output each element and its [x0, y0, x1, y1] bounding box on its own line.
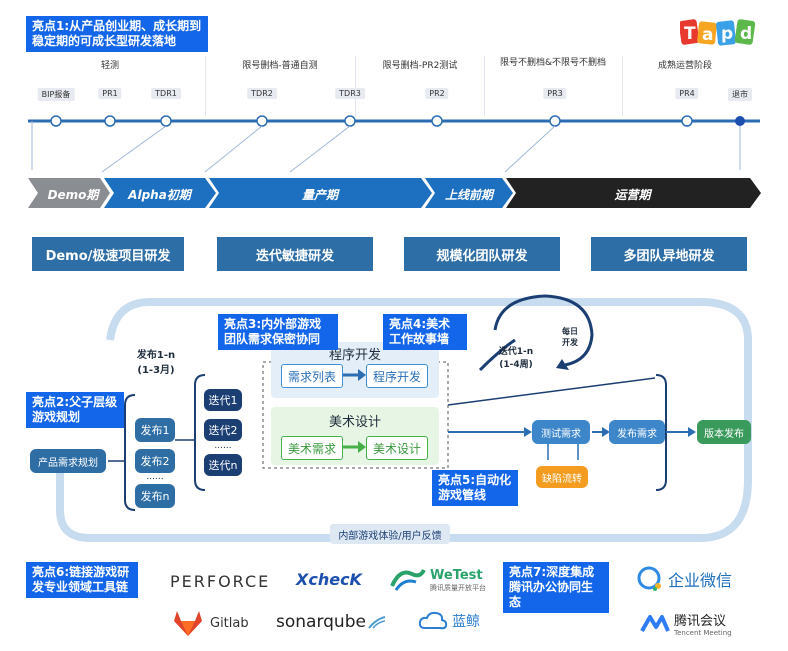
- iteration-cycle-label: 迭代1-n (1-4周): [498, 347, 534, 370]
- highlight-1: 亮点1:从产品创业期、成长期到稳定期的可成长型研发落地: [26, 16, 208, 52]
- bug-flow: 缺陷流转: [536, 466, 588, 488]
- highlight-6: 亮点6:链接游戏研发专业领域工具链: [26, 562, 138, 598]
- tencent-meeting-logo: 腾讯会议 Tencent Meeting: [640, 610, 732, 637]
- wecom-logo: 企业微信: [636, 566, 732, 592]
- stage-label-1: 轻测: [100, 61, 119, 71]
- tencent-meeting-icon: [640, 614, 670, 632]
- category-demo: Demo/极速项目研发: [32, 237, 184, 271]
- wecom-icon: [637, 566, 661, 591]
- phase-operation: [506, 178, 761, 208]
- sonarqube-logo: sonarqube: [276, 612, 386, 632]
- svg-text:a: a: [702, 25, 713, 45]
- category-scaled: 规模化团队研发: [404, 237, 560, 271]
- iteration-ellipsis: ......: [214, 441, 232, 451]
- iteration-n: 迭代n: [204, 454, 242, 476]
- perforce-logo: PERFORCE: [170, 572, 271, 591]
- release-1: 发布1: [135, 418, 175, 442]
- publish-requirement: 发布需求: [609, 420, 665, 444]
- phase-label-mass: 量产期: [301, 188, 338, 202]
- lanjing-logo: 蓝鲸: [418, 610, 480, 632]
- test-requirement: 测试需求: [532, 420, 590, 444]
- highlight-7: 亮点7:深度集成腾讯办公协同生态: [503, 562, 609, 613]
- gitlab-logo: Gitlab: [172, 609, 249, 637]
- iteration-2: 迭代2: [204, 419, 242, 441]
- iteration-1: 迭代1: [204, 389, 242, 411]
- svg-text:T: T: [684, 24, 696, 44]
- stage-label-3: 限号删档-PR2测试: [382, 61, 458, 71]
- milestone-tdr2: TDR2: [247, 88, 277, 99]
- milestone-pr1: PR1: [98, 88, 122, 99]
- wetest-logo: WeTest 腾讯质量开放平台: [390, 566, 486, 594]
- phase-label-prelaunch: 上线前期: [444, 188, 493, 202]
- daily-dev-label: 每日 开发: [562, 327, 578, 347]
- svg-text:p: p: [721, 24, 733, 44]
- gitlab-icon: [174, 611, 202, 636]
- release-ellipsis: ......: [146, 472, 164, 482]
- phase-prelaunch: [425, 178, 513, 208]
- highlight-5: 亮点5:自动化游戏管线: [432, 470, 518, 506]
- category-agile: 迭代敏捷研发: [217, 237, 373, 271]
- phase-demo: [28, 178, 110, 208]
- highlight-3: 亮点3:内外部游戏团队需求保密协同: [218, 314, 338, 350]
- release-n: 发布n: [135, 484, 175, 508]
- highlight-4: 亮点4:美术工作故事墙: [383, 314, 467, 350]
- sonar-wave-icon: [368, 616, 386, 629]
- program-dev-title: 程序开发: [328, 348, 381, 363]
- milestone-pr4: PR4: [675, 88, 699, 99]
- stage-label-2: 限号删档-普通自测: [242, 61, 318, 71]
- milestone-bip: BIP报备: [37, 88, 75, 101]
- product-planning: 产品需求规划: [30, 449, 106, 473]
- milestone-exit: 退市: [728, 88, 752, 101]
- tapd-logo: T a p d: [678, 16, 758, 48]
- program-develop: 程序开发: [366, 364, 428, 388]
- svg-text:d: d: [740, 24, 752, 44]
- milestone-pr2: PR2: [425, 88, 449, 99]
- wetest-icon: [390, 569, 426, 591]
- phase-label-demo: Demo期: [47, 188, 99, 202]
- cloud-icon: [418, 611, 448, 630]
- release-cycle-label: 发布1-n (1-3月): [136, 350, 176, 376]
- milestone-tdr1: TDR1: [151, 88, 181, 99]
- phase-alpha: [104, 178, 216, 208]
- milestone-pr3: PR3: [543, 88, 567, 99]
- timeline-graphic: [28, 115, 761, 208]
- requirement-list: 需求列表: [281, 364, 343, 388]
- phase-label-alpha: Alpha初期: [128, 188, 191, 202]
- stage-label-5: 成熟运营阶段: [657, 61, 712, 71]
- milestone-tdr3: TDR3: [335, 88, 365, 99]
- art-requirement: 美术需求: [281, 436, 343, 460]
- release-2: 发布2: [135, 449, 175, 473]
- stage-label-4: 限号不删档&不限号不删档: [499, 58, 607, 68]
- phase-mass: [209, 178, 432, 208]
- highlight-2: 亮点2:父子层级游戏规划: [26, 392, 124, 428]
- art-design: 美术设计: [366, 436, 428, 460]
- category-multi-team: 多团队异地研发: [591, 237, 747, 271]
- art-title: 美术设计: [328, 415, 381, 430]
- feedback-label: 内部游戏体验/用户反馈: [330, 524, 450, 544]
- phase-label-operation: 运营期: [614, 188, 651, 202]
- version-release: 版本发布: [697, 420, 751, 444]
- xcheck-logo: XchecK: [296, 570, 362, 589]
